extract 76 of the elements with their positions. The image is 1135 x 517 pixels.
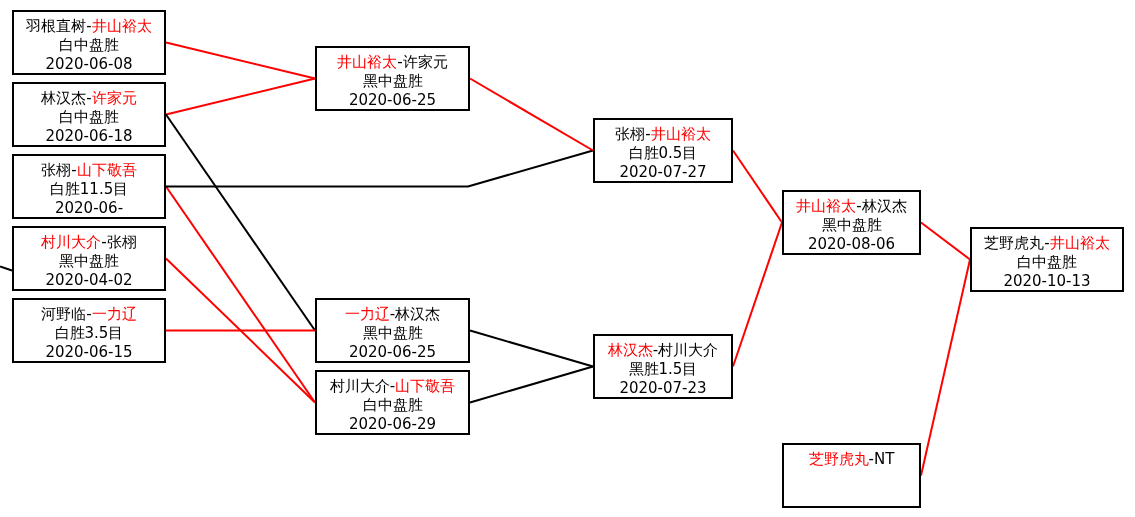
player-name: 河野临- [41,305,92,323]
player-name: 许家元 [91,89,137,107]
result-text: 白胜11.5目 [49,180,129,198]
player-name: 井山裕太 [1049,234,1110,252]
connector-line [165,77,316,116]
result-text: 白中盘胜 [59,108,119,126]
result-text: 白中盘胜 [59,36,119,54]
match-date: 2020-06-18 [45,127,133,145]
match-box [12,226,166,291]
match-box [315,46,470,111]
player-name: 一力辽 [344,305,390,323]
connector-line [732,149,783,224]
player-name: -林汉杰 [389,305,441,323]
match-date: 2020-04-02 [45,271,133,289]
result-text: 白胜0.5目 [628,144,698,162]
connector-line [165,257,316,404]
result-text: 黑中盘胜 [362,324,423,342]
connector-line [469,365,594,404]
player-name: -NT [868,450,895,468]
match-box [315,370,470,435]
result-text: 黑胜1.5目 [628,360,698,378]
player-name: 井山裕太 [91,17,152,35]
player-name: 芝野虎丸 [808,450,869,468]
match-date: 2020-10-13 [1003,272,1091,290]
player-name: 井山裕太 [796,197,857,215]
match-box [12,154,166,219]
connector-line [165,149,594,188]
result-text: 白中盘胜 [1017,253,1077,271]
match-box [12,298,166,363]
match-box [782,443,921,508]
match-date: 2020-08-06 [807,235,896,253]
connector-line [920,221,971,261]
match-box [12,10,166,75]
connector-line [469,329,594,368]
result-text: 白胜3.5目 [54,324,124,342]
player-name: 羽根直树- [26,17,92,35]
match-date: 2020-06-15 [45,343,133,361]
match-date: 2020-06- [54,199,124,217]
player-name: 芝野虎丸- [984,234,1050,252]
player-name: 山下敬吾 [76,161,137,179]
result-text: 黑中盘胜 [821,216,882,234]
connector-line [469,77,594,152]
player-name: 井山裕太 [337,53,398,71]
connector-line [165,329,316,332]
match-date: 2020-07-27 [619,163,707,181]
player-name: -村川大介 [652,341,719,359]
player-name: -林汉杰 [856,197,907,215]
result-text: 黑中盘胜 [59,252,119,270]
player-name: 张栩- [41,161,77,179]
player-name: 张栩- [615,125,651,143]
match-box [970,227,1124,292]
player-name: 井山裕太 [650,125,711,143]
match-date: 2020-07-23 [619,379,707,397]
player-name: 山下敬吾 [395,377,456,395]
match-box [12,82,166,147]
connector-line [0,265,13,272]
result-text: 白中盘胜 [362,396,423,414]
player-name: 林汉杰- [41,89,92,107]
match-date: 2020-06-08 [45,55,133,73]
result-text: 黑中盘胜 [362,72,423,90]
match-box [315,298,470,363]
match-date: 2020-06-25 [348,343,437,361]
player-name: 村川大介- [329,377,396,395]
player-name: -张栩 [101,233,137,251]
player-name: 村川大介 [41,233,102,251]
match-date: 2020-06-29 [348,415,437,433]
player-name: -许家元 [397,53,448,71]
connector-line [165,113,316,332]
match-date: 2020-06-25 [348,91,437,109]
connector-line [165,41,316,80]
player-name: 林汉杰 [607,341,653,359]
connector-line [165,185,316,404]
match-box [782,190,921,255]
player-name: 一力辽 [91,305,137,323]
match-box [593,118,733,183]
match-box [593,334,733,399]
